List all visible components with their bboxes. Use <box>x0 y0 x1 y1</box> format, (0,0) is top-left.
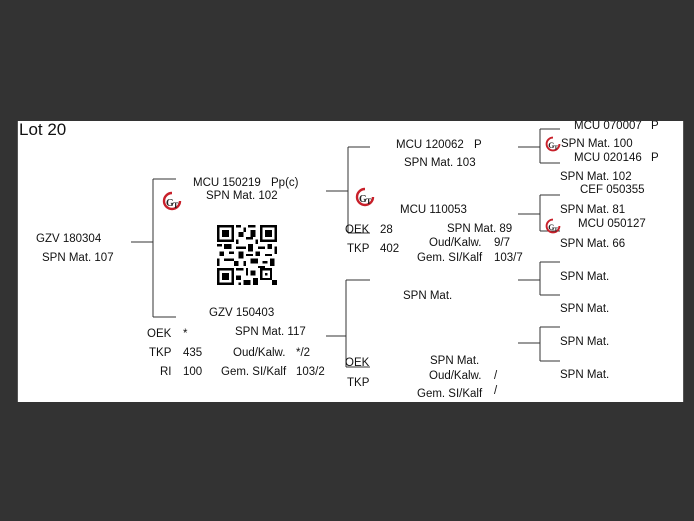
ds-sire-spn: SPN Mat. <box>560 271 610 283</box>
sire-dam-oek-label: OEK <box>345 224 370 236</box>
gt-logo-icon: G T <box>545 136 561 152</box>
sire-id: MCU 150219 <box>193 177 261 189</box>
sire-dam-oud-label: Oud/Kalw. <box>429 237 482 249</box>
sire-dam-oek-value: 28 <box>380 224 393 236</box>
dam-tkp-value: 435 <box>183 347 203 359</box>
svg-text:T: T <box>366 197 372 206</box>
qr-code-icon <box>217 225 277 285</box>
dd-sire-spn: SPN Mat. <box>560 336 610 348</box>
dam-ri-label: RI <box>160 366 172 378</box>
svg-text:G: G <box>166 198 174 209</box>
sd-sire-id: CEF 050355 <box>580 184 645 196</box>
ss-dam-spn: SPN Mat. 102 <box>560 171 632 183</box>
sd-sire-spn: SPN Mat. 81 <box>560 204 626 216</box>
sire-dam-spn: SPN Mat. 89 <box>447 223 513 235</box>
dam-dam-tkp-label: TKP <box>347 377 370 389</box>
pedigree-sheet: Lot 20 GZV 180304 SPN Mat. 107 G T MCU 1… <box>17 121 684 402</box>
dam-oud-label: Oud/Kalw. <box>233 347 286 359</box>
svg-text:G: G <box>548 141 554 150</box>
svg-text:T: T <box>554 145 559 152</box>
dam-oek-value: * <box>183 328 188 340</box>
sire-dam-oud-value: 9/7 <box>494 237 510 249</box>
gt-logo-icon: G T <box>162 191 182 211</box>
svg-text:G: G <box>359 194 367 205</box>
svg-text:G: G <box>548 223 554 232</box>
ds-dam-spn: SPN Mat. <box>560 303 610 315</box>
ss-sire-id: MCU 070007 <box>574 121 642 132</box>
svg-text:T: T <box>173 201 179 210</box>
sire-sire-id: MCU 120062 <box>396 139 464 151</box>
sire-dam-tkp-value: 402 <box>380 243 400 255</box>
sire-sire-spn: SPN Mat. 103 <box>404 157 476 169</box>
sire-grade: Pp(c) <box>271 177 299 189</box>
dam-gem-label: Gem. SI/Kalf <box>221 366 287 378</box>
dam-oek-label: OEK <box>147 328 172 340</box>
ss-dam-grade: P <box>651 152 659 164</box>
ss-sire-spn: SPN Mat. 100 <box>561 138 633 150</box>
dam-gem-value: 103/2 <box>296 366 325 378</box>
ss-sire-grade: P <box>651 121 659 132</box>
sire-sire-grade: P <box>474 139 482 151</box>
sire-spn: SPN Mat. 102 <box>206 190 278 202</box>
dam-ri-value: 100 <box>183 366 203 378</box>
sd-dam-spn: SPN Mat. 66 <box>560 238 626 250</box>
dam-dam-oek-label: OEK <box>345 357 370 369</box>
sire-dam-gem-value: 103/7 <box>494 252 523 264</box>
svg-text:T: T <box>554 227 559 234</box>
dam-oud-value: */2 <box>296 347 311 359</box>
dam-dam-spn: SPN Mat. <box>430 355 480 367</box>
dam-sire-spn: SPN Mat. <box>403 290 453 302</box>
sire-dam-tkp-label: TKP <box>347 243 370 255</box>
pedigree-connector-lines <box>131 128 560 368</box>
dam-dam-oud-label: Oud/Kalw. <box>429 370 482 382</box>
ss-dam-id: MCU 020146 <box>574 152 642 164</box>
dam-dam-oud-value: / <box>494 370 498 382</box>
dam-dam-gem-label: Gem. SI/Kalf <box>417 388 483 400</box>
lot-title: Lot 20 <box>19 121 67 139</box>
dam-spn: SPN Mat. 117 <box>235 326 306 338</box>
dam-id: GZV 150403 <box>209 307 275 319</box>
sire-dam-gem-label: Gem. SI/Kalf <box>417 252 483 264</box>
gt-logo-icon: G T <box>355 187 375 207</box>
animal-spn: SPN Mat. 107 <box>42 252 114 264</box>
dam-tkp-label: TKP <box>149 347 172 359</box>
animal-id: GZV 180304 <box>36 233 102 245</box>
sd-dam-id: MCU 050127 <box>578 218 646 230</box>
gt-logo-icon: G T <box>545 218 561 234</box>
dd-dam-spn: SPN Mat. <box>560 369 610 381</box>
sire-dam-id: MCU 110053 <box>400 204 467 216</box>
dam-dam-gem-value: / <box>494 385 498 397</box>
